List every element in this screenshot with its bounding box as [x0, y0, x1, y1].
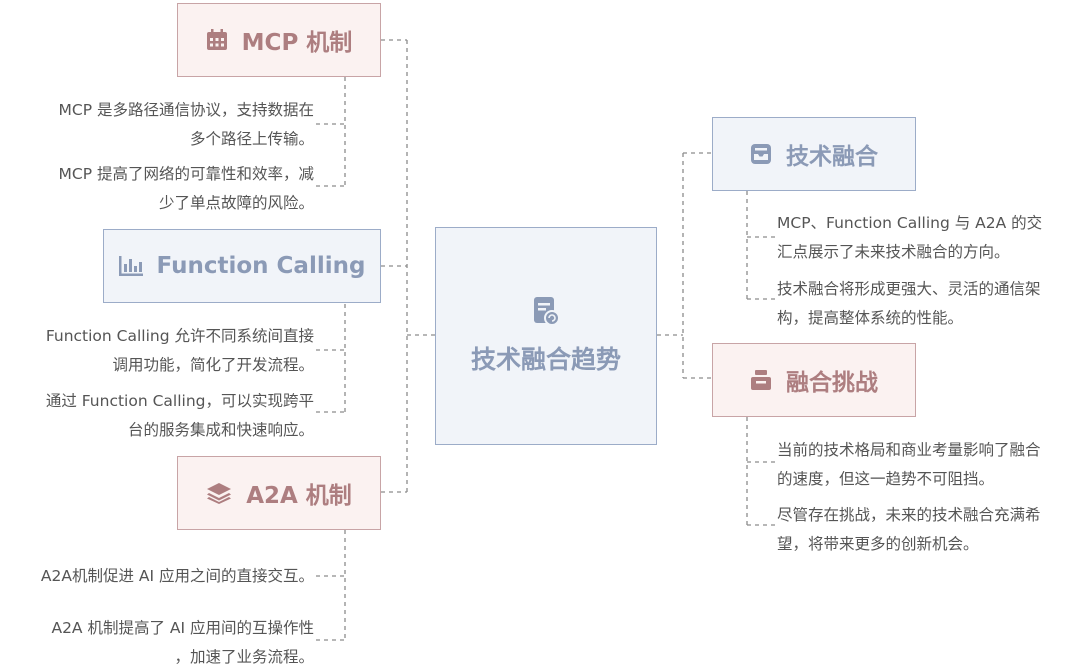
leaf-mcp-1: MCP 是多路径通信协议，支持数据在 多个路径上传输。: [58, 101, 314, 148]
calendar-icon: [206, 29, 228, 51]
leaf-function-calling-1: Function Calling 允许不同系统间直接 调用功能，简化了开发流程。: [45, 327, 314, 374]
branch-a2a-title: A2A 机制: [246, 483, 352, 509]
branch-tech-fusion-title: 技术融合: [786, 144, 878, 170]
branch-mcp[interactable]: MCP 机制: [177, 3, 381, 77]
central-topic[interactable]: 技术融合趋势: [435, 227, 657, 445]
leaf-mcp-2: MCP 提高了网络的可靠性和效率，减 少了单点故障的风险。: [58, 165, 314, 212]
leaf-a2a-2: A2A 机制提高了 AI 应用间的互操作性 ，加速了业务流程。: [51, 619, 314, 666]
leaf-tech-fusion-2: 技术融合将形成更强大、灵活的通信架 构，提高整体系统的性能。: [777, 280, 1041, 327]
central-topic-title: 技术融合趋势: [470, 345, 621, 374]
document-refresh-icon: [532, 296, 560, 326]
leaf-function-calling-2: 通过 Function Calling，可以实现跨平 台的服务集成和快速响应。: [45, 392, 314, 439]
leaf-a2a-1: A2A机制促进 AI 应用之间的直接交互。: [40, 567, 314, 585]
branch-function-calling[interactable]: Function Calling: [103, 229, 381, 303]
branch-mcp-title: MCP 机制: [241, 30, 353, 56]
branch-fusion-challenge-title: 融合挑战: [786, 370, 878, 396]
layers-icon: [206, 482, 232, 504]
branch-tech-fusion[interactable]: 技术融合: [712, 117, 916, 191]
leaf-tech-fusion-1: MCP、Function Calling 与 A2A 的交 汇点展示了未来技术融…: [777, 214, 1043, 261]
leaf-fusion-challenge-2: 尽管存在挑战，未来的技术融合充满希 望，将带来更多的创新机会。: [777, 506, 1041, 553]
inbox-icon: [750, 143, 772, 165]
archive-icon: [750, 369, 772, 391]
branch-a2a[interactable]: A2A 机制: [177, 456, 381, 530]
branch-fusion-challenge[interactable]: 融合挑战: [712, 343, 916, 417]
bar-chart-icon: [118, 256, 143, 276]
branch-function-calling-title: Function Calling: [156, 253, 366, 279]
leaf-fusion-challenge-1: 当前的技术格局和商业考量影响了融合 的速度，但这一趋势不可阻挡。: [777, 441, 1041, 488]
